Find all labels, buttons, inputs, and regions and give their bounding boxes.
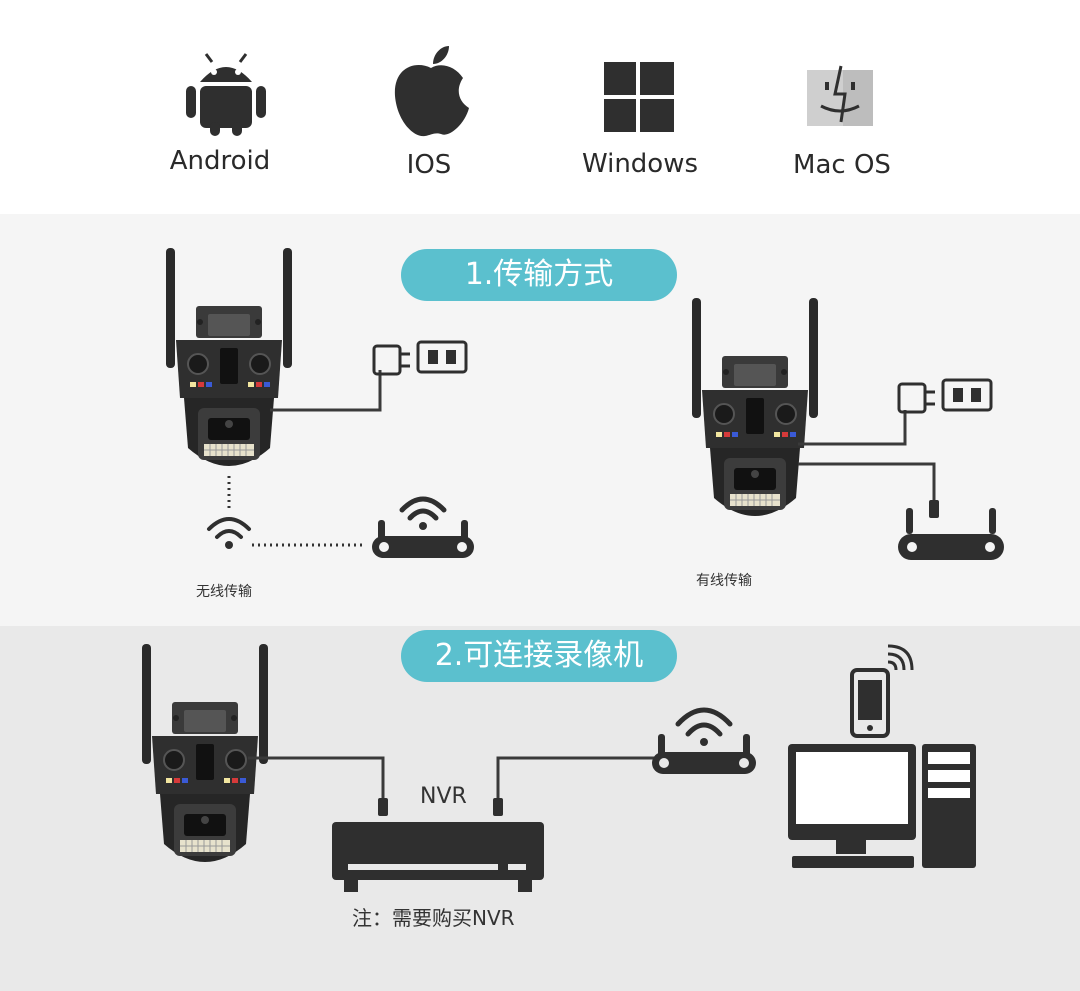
camera-nvr — [141, 643, 269, 863]
ethernet-plug-icon — [929, 500, 939, 518]
section-title-nvr: 2.可连接录像机 — [401, 630, 677, 682]
ethernet-plug-icon-3 — [493, 798, 503, 816]
router-wired — [898, 508, 1004, 560]
os-label-ios: IOS — [406, 150, 452, 180]
windows-icon — [604, 62, 674, 132]
android-icon — [186, 53, 266, 136]
smartphone-icon — [850, 668, 890, 738]
wifi-icon — [207, 517, 251, 549]
caption-wireless: 无线传输 — [196, 584, 252, 600]
nvr-label: NVR — [420, 784, 467, 809]
pc-tower-icon — [922, 744, 976, 868]
apple-icon — [394, 46, 469, 137]
nvr-device-icon — [332, 822, 544, 892]
router-nvr — [652, 707, 756, 774]
power-adapter-icon — [372, 340, 468, 376]
phone-signal-icon — [887, 644, 914, 671]
mac-finder-icon — [807, 65, 873, 126]
monitor-icon — [788, 744, 916, 868]
os-label-macos: Mac OS — [793, 150, 891, 180]
router-wireless — [372, 499, 474, 558]
camera-wireless — [165, 247, 293, 467]
caption-wired: 有线传输 — [696, 573, 752, 589]
ethernet-plug-icon-2 — [378, 798, 388, 816]
section-title-transmission: 1.传输方式 — [401, 249, 677, 301]
camera-wired — [691, 297, 819, 517]
os-label-windows: Windows — [581, 149, 699, 179]
power-adapter-icon-2 — [897, 378, 993, 414]
nvr-note: 注：需要购买NVR — [352, 906, 515, 930]
os-label-android: Android — [169, 146, 271, 176]
os-compat-band — [0, 0, 1080, 214]
